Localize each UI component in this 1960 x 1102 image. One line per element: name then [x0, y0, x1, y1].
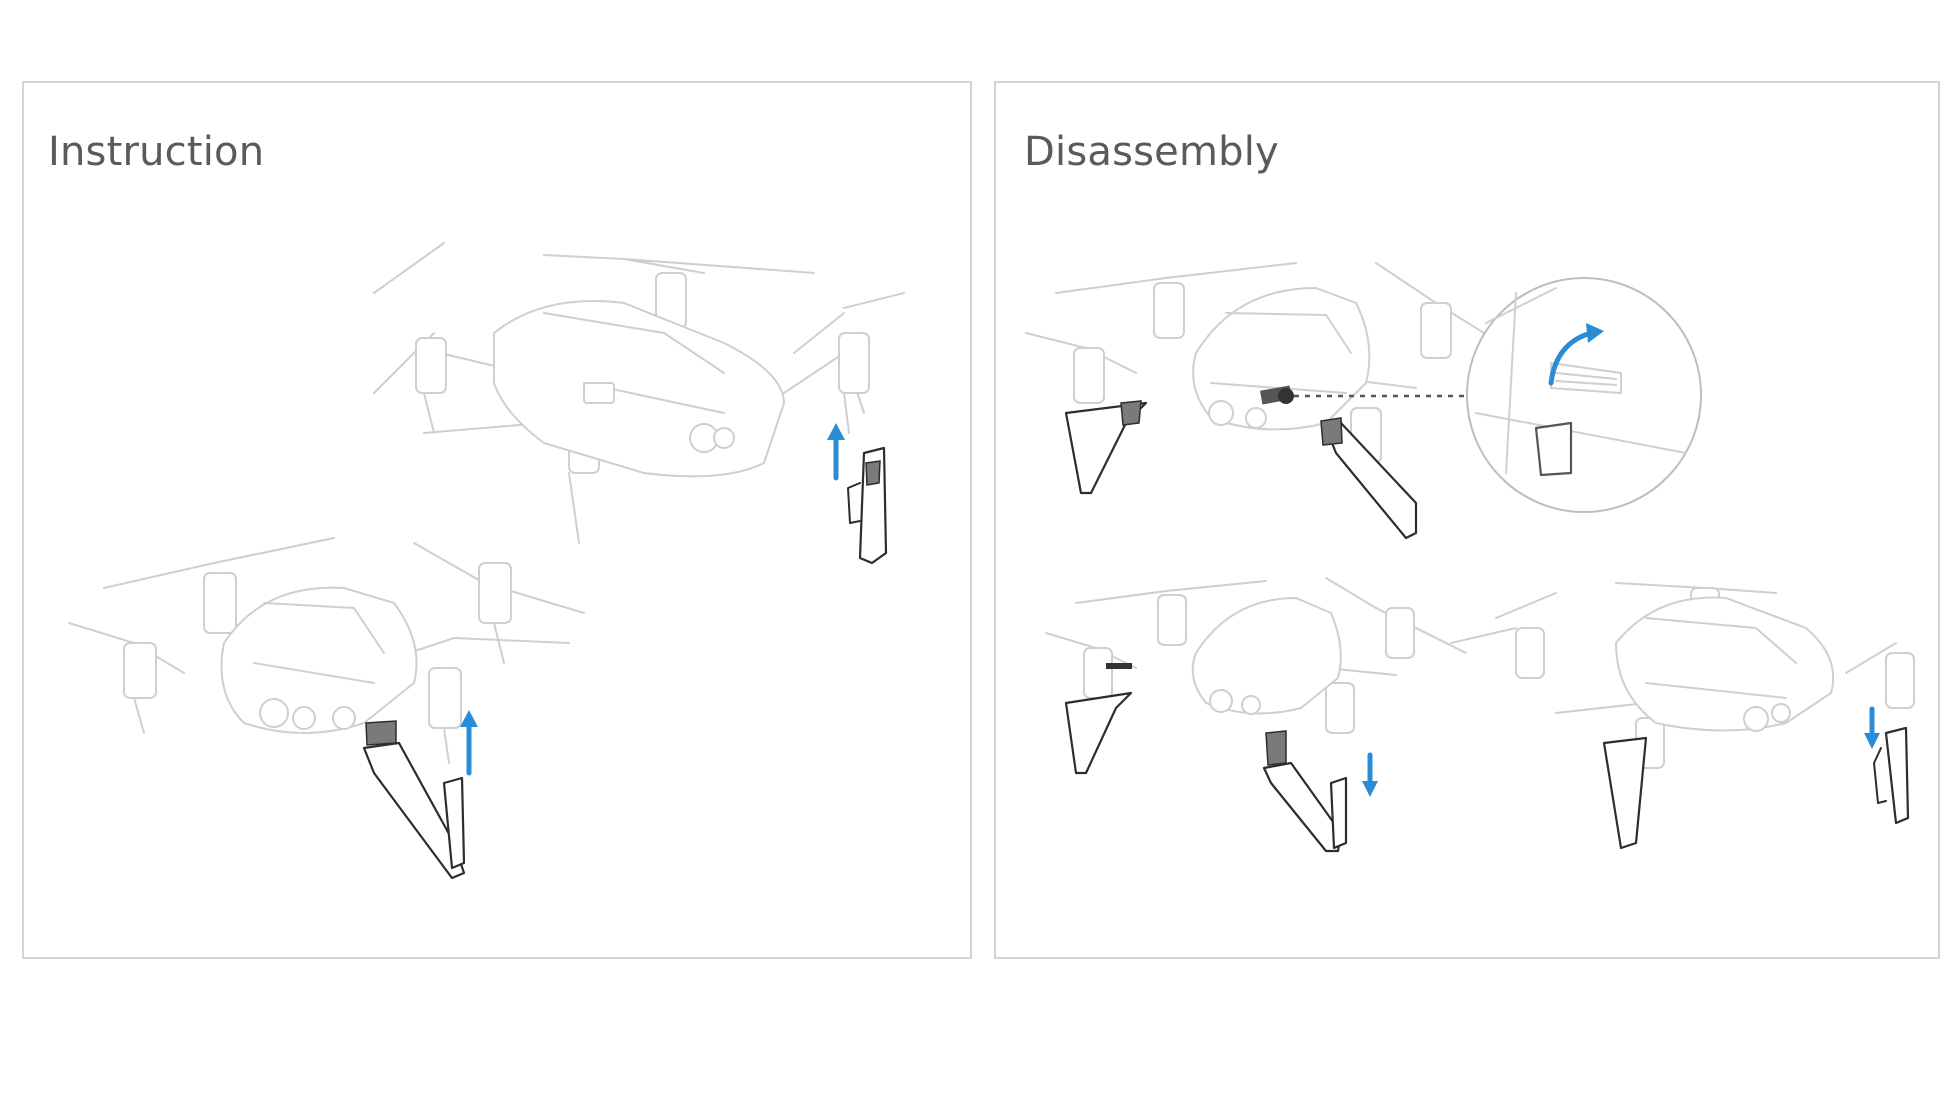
drone-illustration-top: [1025, 262, 1517, 464]
down-arrow-icon: [1362, 752, 1378, 797]
up-arrow-icon: [827, 423, 845, 481]
down-arrow-icon: [1864, 706, 1880, 749]
instruction-illustration: [68, 242, 905, 880]
zoom-detail-circle: [1466, 277, 1702, 513]
landing-gear-left: [362, 720, 466, 880]
up-arrow-icon: [460, 710, 478, 776]
instruction-title: Instruction: [48, 129, 265, 175]
drone-illustration-bottom-right: [1450, 582, 1915, 769]
drone-illustration-bottom: [68, 537, 585, 764]
landing-gear-right: [847, 446, 888, 565]
disassembly-illustration: [1025, 262, 1915, 853]
landing-gear-detached: [1262, 730, 1348, 853]
disassembly-panel: Disassembly: [994, 81, 1940, 959]
landing-gear-left: [1064, 691, 1133, 775]
disassembly-title: Disassembly: [1024, 129, 1279, 175]
drone-illustration-top: [373, 242, 905, 544]
instruction-panel: Instruction: [22, 81, 972, 959]
release-latch-callout: [1260, 385, 1466, 405]
landing-gear-right: [1873, 726, 1910, 825]
landing-gear-left: [1064, 400, 1148, 495]
landing-gear-left: [1602, 736, 1648, 850]
drone-illustration-bottom-left: [1045, 577, 1467, 734]
landing-gear-right: [1320, 417, 1418, 540]
